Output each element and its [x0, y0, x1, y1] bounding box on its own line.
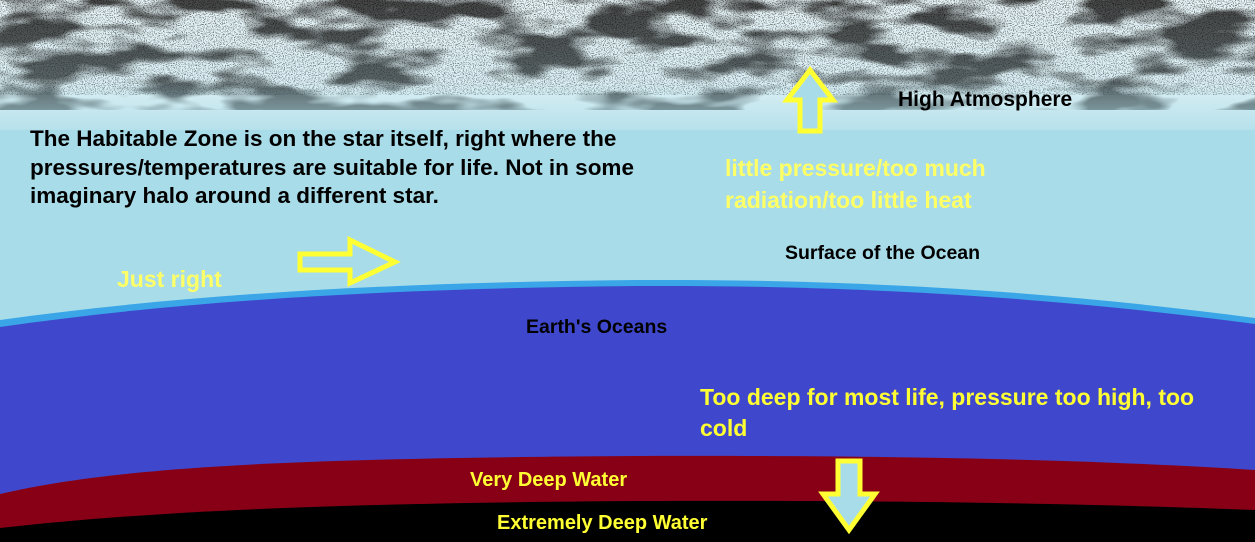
surface-of-ocean-label: Surface of the Ocean [785, 242, 981, 264]
atmosphere-clouds [0, 0, 1255, 130]
earths-oceans-label: Earth's Oceans [526, 316, 668, 338]
habitable-zone-text: The Habitable Zone is on the star itself… [30, 126, 634, 208]
extremely-deep-water-layer [0, 500, 1255, 542]
too-deep-note: Too deep for most life, pressure too hig… [700, 384, 1195, 441]
pressure-radiation-note: little pressure/too much radiation/too l… [725, 155, 986, 213]
arrow-down-icon [818, 458, 880, 535]
very-deep-water-label: Very Deep Water [470, 469, 628, 491]
extremely-deep-water-label: Extremely Deep Water [497, 512, 708, 534]
arrow-up-icon [781, 65, 839, 134]
arrow-right-icon [297, 235, 401, 287]
just-right-label: Just right [117, 266, 222, 292]
high-atmosphere-label: High Atmosphere [898, 88, 1073, 111]
